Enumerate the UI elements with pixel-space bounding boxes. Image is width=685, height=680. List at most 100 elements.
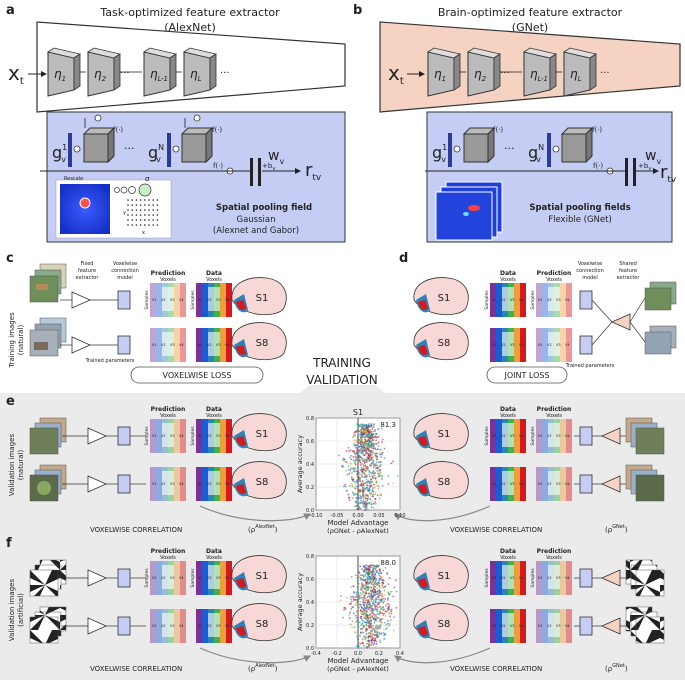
voxel-cell-v1: V1 (152, 624, 157, 628)
input-x-label: xt (8, 61, 24, 87)
voxel-cell-v2: V2 (547, 576, 552, 580)
voxel-cell-v4: V4 (225, 434, 230, 438)
panel-b-title-line1: Brain-optimized feature extractor (438, 6, 623, 19)
voxel-cell-v1: V1 (492, 482, 497, 486)
voxel-cell-v2: V2 (547, 624, 552, 628)
voxels-label-e-lpred: Voxels (160, 413, 176, 419)
samples-label-f-rdata: Samples (484, 568, 490, 588)
w-label: wv (268, 148, 284, 166)
val-images-f-left-2 (29, 606, 67, 644)
feature-cubes-a (82, 126, 214, 164)
samples-label-e-rpred: Samples (530, 426, 536, 446)
voxel-cell-v2: V2 (161, 434, 166, 438)
voxel-cell-v3: V3 (556, 624, 561, 628)
voxel-cell-v4: V4 (565, 482, 570, 486)
voxelwise-model-c-1 (117, 290, 131, 310)
f-label-b2: f(·) (592, 126, 602, 134)
d-shared-3: extractor (617, 275, 641, 281)
panel-b-letter: b (353, 3, 362, 18)
voxelwise-model-d-2 (579, 335, 593, 355)
voxel-cell-v2: V2 (501, 624, 506, 628)
voxelwise-loss-box (130, 366, 264, 384)
voxel-cell-v1: V1 (152, 343, 157, 347)
scatter-title: S1 (353, 408, 363, 417)
voxel-cell-v1: V1 (538, 576, 543, 580)
voxel-cell-v2: V2 (501, 434, 506, 438)
voxel-cell-v3: V3 (510, 343, 515, 347)
voxel-cell-v4: V4 (565, 434, 570, 438)
corr-right-f: VOXELWISE CORRELATION (450, 665, 542, 673)
voxel-cell-v2: V2 (161, 343, 166, 347)
alexnet-readout-e-1 (117, 426, 131, 446)
voxel-cell-v4: V4 (179, 434, 184, 438)
voxel-cell-v3: V3 (216, 624, 221, 628)
rho-left-e: (ρAlexNet) (248, 524, 278, 534)
y-tick-label: 0.2 (306, 485, 314, 491)
voxel-cell-v3: V3 (170, 343, 175, 347)
alexnet-layer-1: η1 (47, 47, 81, 97)
rho-right-e: (ρGNet) (605, 524, 628, 534)
brain-right-e-s8-label: S8 (438, 477, 451, 488)
voxel-cell-v4: V4 (225, 298, 230, 302)
brain-c-s1: S1 (231, 277, 287, 316)
panel-c: c Training images (natural) Fixed featur… (6, 251, 287, 384)
brain-right-f-s8: S8 (413, 603, 469, 642)
brain-left-f-s8: S8 (231, 603, 287, 642)
alexnet-extractor-f-2 (87, 617, 107, 635)
val-images-f-right-2 (625, 606, 665, 644)
advantage-percent: 88.0 (380, 559, 396, 567)
brain-left-f-s8-label: S8 (256, 619, 269, 630)
gnet-layer-label-1: η1 (434, 67, 446, 83)
voxel-cell-v2: V2 (207, 343, 212, 347)
svg-text:···: ··· (600, 68, 610, 79)
alexnet-layer-3: ηL-1 (143, 47, 177, 97)
voxels-label-c-pred: Voxels (160, 277, 176, 283)
pool-title-a: Spatial pooling field (216, 203, 312, 213)
fixed-label-2: feature (78, 268, 96, 274)
voxel-cell-v2: V2 (547, 434, 552, 438)
voxel-cell-v3: V3 (170, 482, 175, 486)
voxel-cell-v1: V1 (538, 434, 543, 438)
voxel-cell-v1: V1 (152, 298, 157, 302)
block-title-f-ldata: Data (206, 548, 222, 555)
pool-sub2-a: (Alexnet and Gabor) (213, 226, 299, 236)
voxel-cell-v3: V3 (556, 298, 561, 302)
y-tick-label: 0.6 (306, 439, 314, 445)
voxels-label-d-pred: Voxels (546, 277, 562, 283)
panel-e-letter: e (6, 394, 15, 409)
brain-right-f-s8-label: S8 (438, 619, 451, 630)
voxel-cell-v4: V4 (565, 624, 570, 628)
brain-right-f-s1-label: S1 (438, 571, 451, 582)
brain-left-f-s1: S1 (231, 555, 287, 594)
voxel-cell-v2: V2 (547, 343, 552, 347)
gnet-readout-f-1 (579, 568, 593, 588)
x-tick-label: 0.4 (396, 651, 404, 657)
f-label-3: f(·) (213, 162, 223, 170)
validation-background (0, 385, 685, 680)
voxels-label-d-data: Voxels (500, 277, 516, 283)
voxel-cell-v4: V4 (179, 343, 184, 347)
x-tick-label: 0.0 (354, 651, 362, 657)
voxel-cell-v4: V4 (519, 482, 524, 486)
alexnet-layer-label-3: ηL-1 (150, 67, 168, 83)
voxel-cell-v1: V1 (492, 298, 497, 302)
voxel-cell-v4: V4 (179, 298, 184, 302)
voxels-label-e-rpred: Voxels (546, 413, 562, 419)
val-images-f-left-1 (29, 559, 67, 597)
voxels-label-f-lpred: Voxels (160, 555, 176, 561)
bias-label: +bv (262, 162, 275, 172)
svg-text:···: ··· (220, 68, 230, 79)
